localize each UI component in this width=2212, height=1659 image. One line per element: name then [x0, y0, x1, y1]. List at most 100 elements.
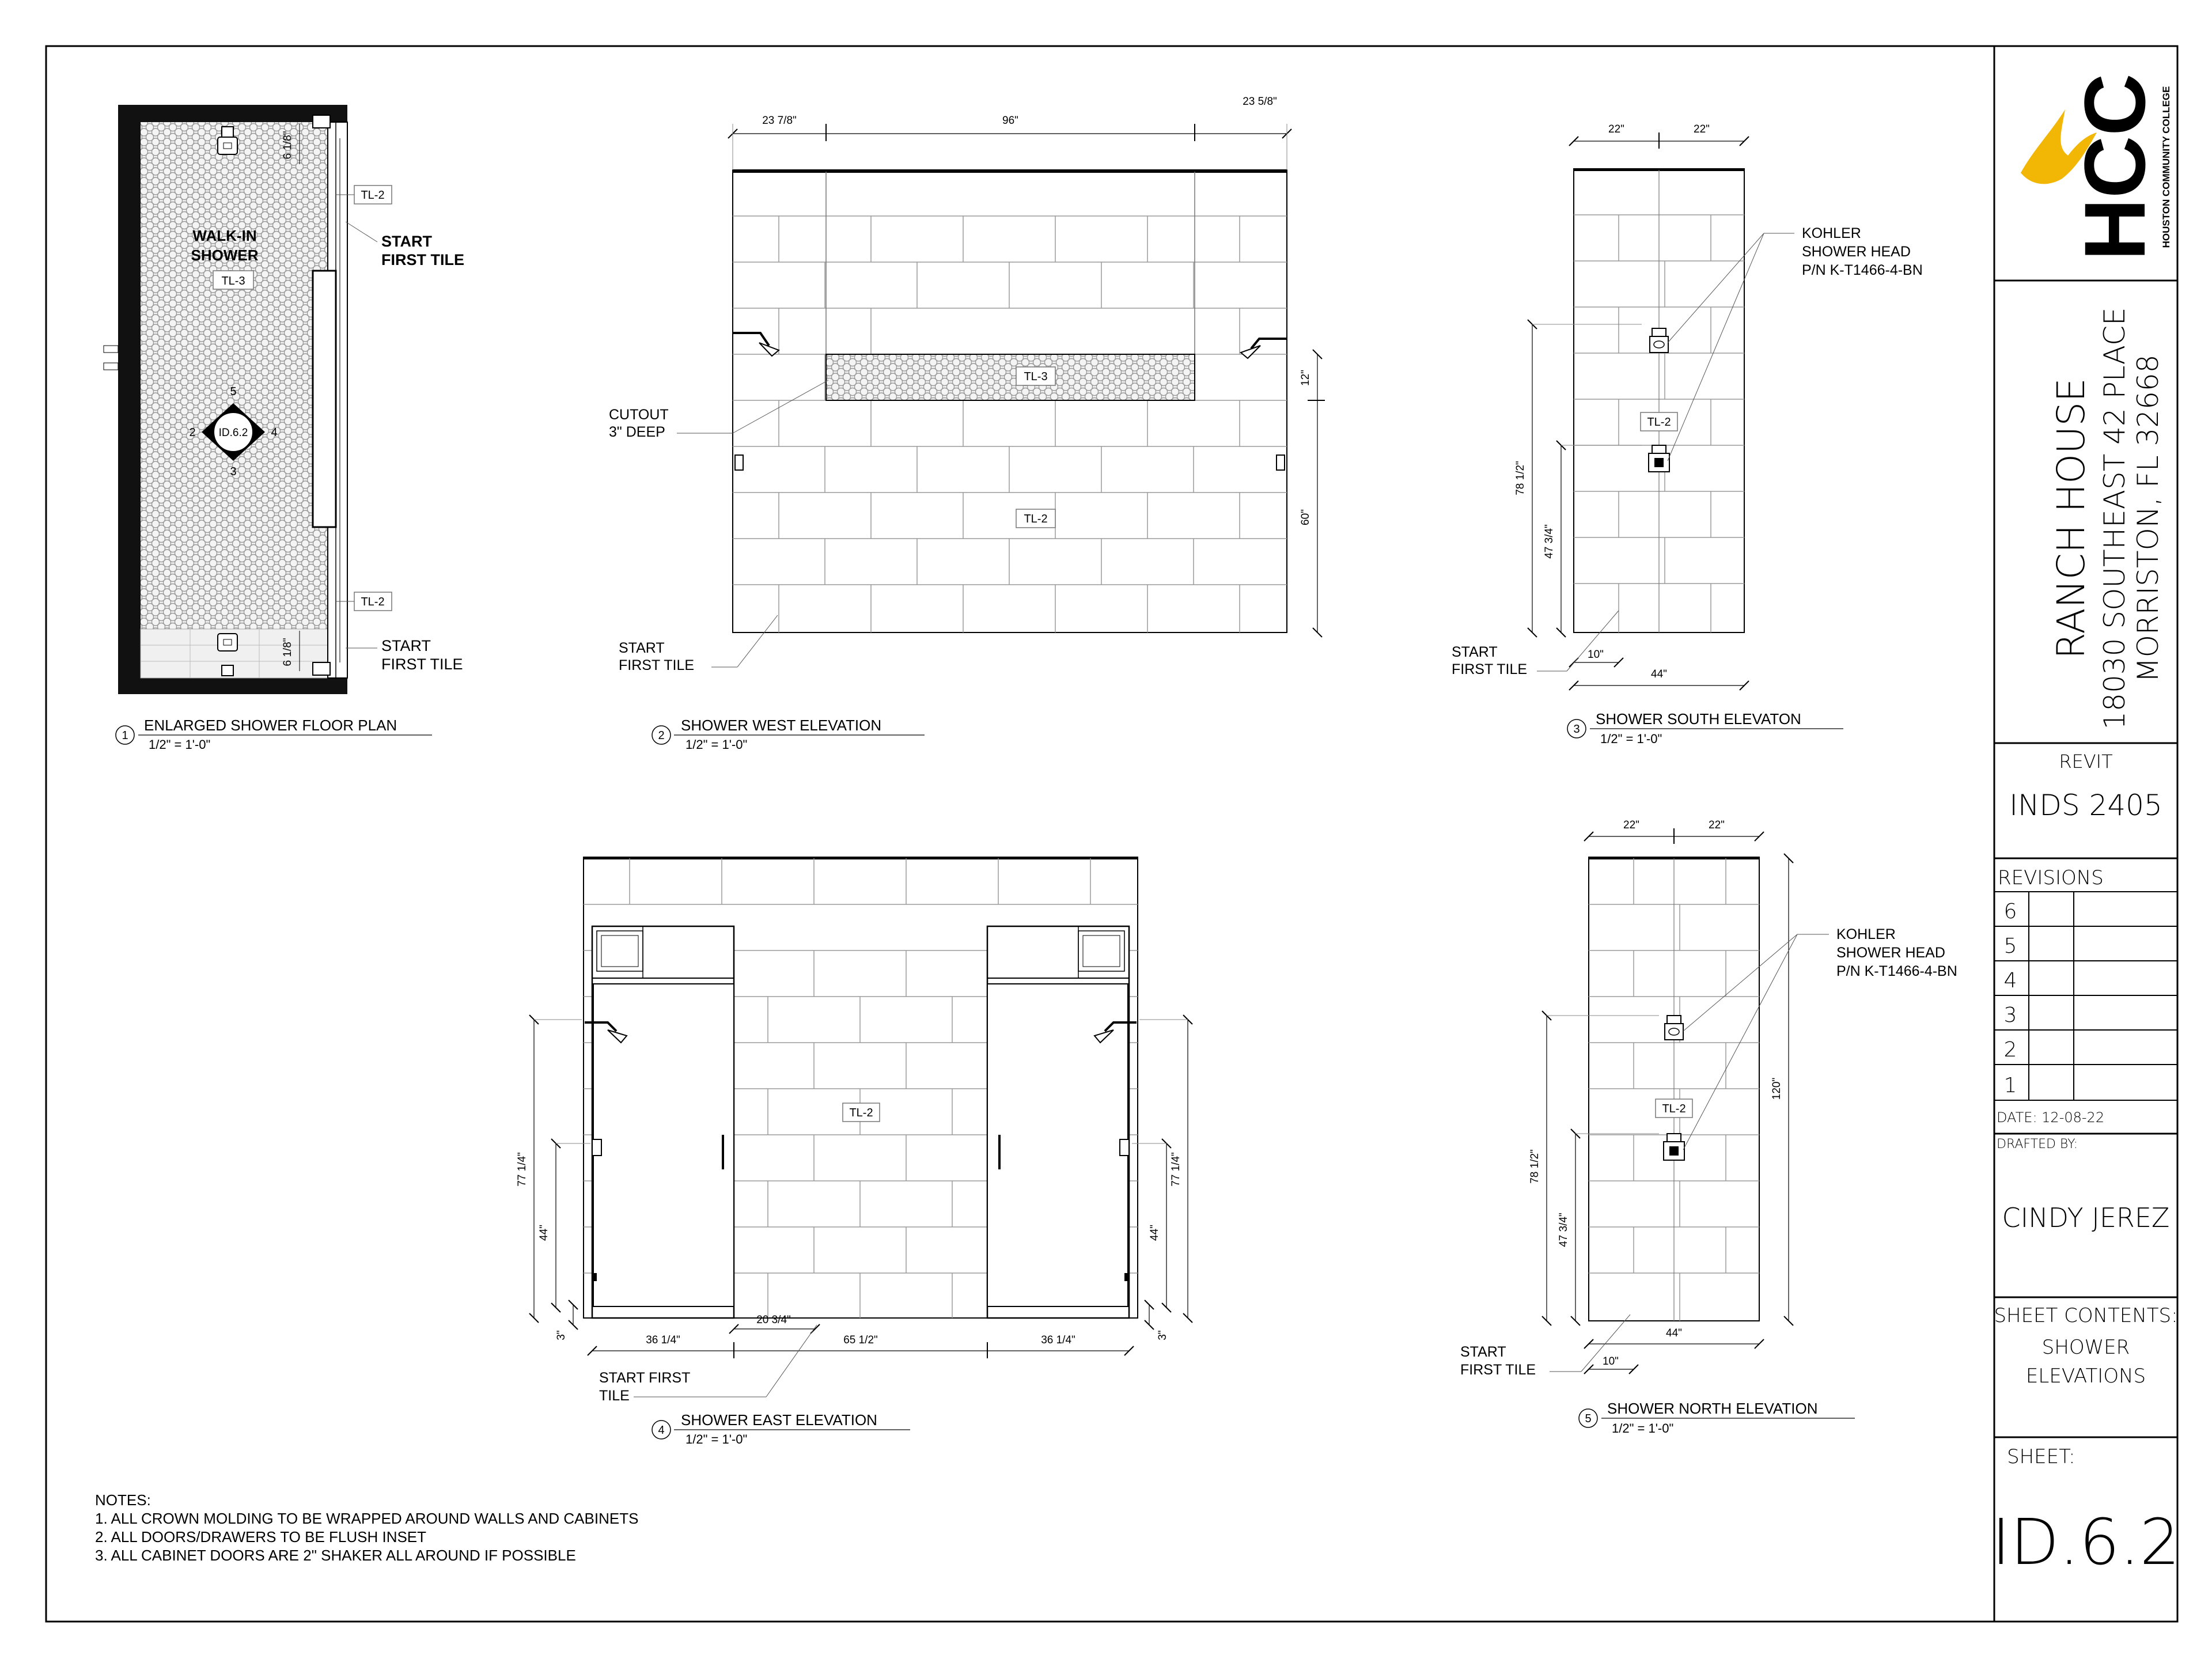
svg-text:FIRST TILE: FIRST TILE [381, 251, 464, 268]
shower-west-elevation: TL-3 TL-2 23 7/8" 96" 23 5/8" 12" 60" CU… [609, 96, 1325, 673]
svg-text:120": 120" [1771, 1078, 1783, 1100]
svg-text:HOUSTON COMMUNITY COLLEGE: HOUSTON COMMUNITY COLLEGE [2161, 86, 2172, 248]
svg-text:2: 2 [658, 729, 664, 742]
svg-text:SHOWER SOUTH ELEVATON: SHOWER SOUTH ELEVATON [1596, 710, 1801, 728]
room-label: SHOWER [191, 247, 259, 264]
svg-text:10": 10" [1588, 649, 1604, 661]
svg-text:ENLARGED SHOWER FLOOR PLAN: ENLARGED SHOWER FLOOR PLAN [144, 717, 397, 734]
svg-text:77 1/4": 77 1/4" [1170, 1152, 1182, 1187]
svg-text:1/2" = 1'-0": 1/2" = 1'-0" [1600, 732, 1662, 746]
title-block: HCC HOUSTON COMMUNITY COLLEGE RANCH HOUS… [1991, 46, 2180, 1622]
shower-head-icon [1664, 1015, 1684, 1040]
svg-text:5: 5 [230, 385, 236, 398]
door-hinge [1124, 1273, 1129, 1281]
svg-text:22": 22" [1709, 819, 1725, 831]
svg-text:23 7/8": 23 7/8" [762, 115, 797, 127]
svg-text:2: 2 [189, 426, 195, 439]
room-label: WALK-IN [192, 227, 256, 244]
shower-head-icon [1240, 338, 1287, 359]
svg-text:3": 3" [1157, 1330, 1169, 1340]
svg-text:P/N K-T1466-4-BN: P/N K-T1466-4-BN [1802, 262, 1923, 278]
svg-text:3: 3 [2004, 1003, 2017, 1027]
svg-text:START: START [619, 640, 665, 656]
svg-text:TILE: TILE [599, 1388, 630, 1404]
svg-text:12": 12" [1300, 370, 1312, 386]
sheet-border [45, 45, 2179, 1623]
valve-icon [734, 454, 744, 471]
svg-text:START: START [1452, 644, 1498, 660]
svg-text:FIRST TILE: FIRST TILE [381, 656, 463, 673]
shower-head-icon [585, 1021, 628, 1044]
svg-text:KOHLER: KOHLER [1836, 926, 1896, 942]
svg-text:DATE: 12-08-22: DATE: 12-08-22 [1997, 1109, 2104, 1126]
svg-text:DRAFTED BY:: DRAFTED BY: [1997, 1137, 2078, 1152]
svg-text:INDS 2405: INDS 2405 [2009, 789, 2162, 822]
svg-text:10": 10" [1603, 1355, 1619, 1368]
material-tag: TL-2 [1647, 416, 1671, 429]
svg-text:6 1/8": 6 1/8" [282, 638, 294, 666]
svg-text:22": 22" [1623, 819, 1639, 831]
svg-text:1/2" = 1'-0": 1/2" = 1'-0" [1612, 1421, 1673, 1435]
svg-text:FIRST TILE: FIRST TILE [619, 657, 694, 673]
svg-text:1/2" = 1'-0": 1/2" = 1'-0" [685, 1432, 747, 1446]
material-tag: TL-3 [1024, 370, 1047, 383]
svg-text:1: 1 [2004, 1074, 2017, 1097]
svg-text:36 1/4": 36 1/4" [646, 1334, 680, 1346]
svg-text:20 3/4": 20 3/4" [756, 1314, 791, 1326]
view-title-2: 2 SHOWER WEST ELEVATION 1/2" = 1'-0" [652, 717, 925, 752]
svg-text:1/2" = 1'-0": 1/2" = 1'-0" [685, 737, 747, 752]
svg-text:CUTOUT: CUTOUT [609, 407, 669, 423]
svg-text:3": 3" [555, 1330, 567, 1340]
svg-text:23 5/8": 23 5/8" [1243, 96, 1277, 108]
svg-text:1. ALL CROWN MOLDING TO BE WRA: 1. ALL CROWN MOLDING TO BE WRAPPED AROUN… [95, 1510, 638, 1527]
valve-icon [1276, 454, 1285, 471]
svg-text:77 1/4": 77 1/4" [516, 1152, 528, 1187]
general-notes: NOTES: 1. ALL CROWN MOLDING TO BE WRAPPE… [95, 1491, 638, 1564]
svg-text:44": 44" [1149, 1225, 1161, 1241]
svg-text:60": 60" [1300, 509, 1312, 525]
view-title-4: 4 SHOWER EAST ELEVATION 1/2" = 1'-0" [652, 1411, 910, 1446]
svg-text:78 1/2": 78 1/2" [1529, 1149, 1541, 1184]
svg-text:SHOWER HEAD: SHOWER HEAD [1836, 945, 1945, 961]
material-tag: TL-2 [849, 1107, 873, 1119]
valve-icon [592, 1139, 602, 1156]
svg-text:22": 22" [1694, 123, 1710, 135]
view-title-5: 5 SHOWER NORTH ELEVATION 1/2" = 1'-0" [1578, 1400, 1855, 1435]
shower-head-icon [733, 332, 780, 357]
sheet-number: ID.6.2 [1991, 1505, 2180, 1579]
shower-north-elevation: TL-2 22" 22" 120" 78 1/2" 47 3/4" 10" 44… [1460, 819, 1957, 1378]
project-address: 18030 SOUTHEAST 42 PLACE [2098, 307, 2131, 729]
view-title-3: 3 SHOWER SOUTH ELEVATON 1/2" = 1'-0" [1567, 710, 1843, 746]
svg-text:22": 22" [1608, 123, 1624, 135]
valve-icon [1648, 445, 1670, 472]
svg-text:1/2" = 1'-0": 1/2" = 1'-0" [149, 737, 210, 752]
valve-icon [1663, 1133, 1685, 1161]
svg-text:REVISIONS: REVISIONS [1998, 866, 2104, 889]
shower-head-icon [1093, 1021, 1137, 1044]
svg-text:44": 44" [1666, 1327, 1682, 1339]
svg-text:FIRST TILE: FIRST TILE [1452, 661, 1527, 677]
svg-text:3: 3 [1573, 723, 1580, 736]
svg-text:REVIT: REVIT [2059, 751, 2112, 772]
svg-text:SHOWER WEST ELEVATION: SHOWER WEST ELEVATION [681, 717, 881, 734]
svg-text:47 3/4": 47 3/4" [1558, 1213, 1570, 1247]
svg-text:47 3/4": 47 3/4" [1543, 524, 1555, 559]
svg-text:SHOWER HEAD: SHOWER HEAD [1802, 244, 1911, 260]
svg-text:6 1/8": 6 1/8" [282, 131, 294, 159]
svg-text:5: 5 [2004, 934, 2017, 958]
cabinet [591, 925, 735, 1319]
svg-text:4: 4 [658, 1424, 664, 1437]
svg-text:NOTES:: NOTES: [95, 1491, 151, 1509]
svg-text:78 1/2": 78 1/2" [1514, 461, 1527, 495]
shower-head-icon [217, 126, 238, 155]
svg-text:5: 5 [1585, 1412, 1591, 1425]
svg-text:P/N K-T1466-4-BN: P/N K-T1466-4-BN [1836, 963, 1957, 979]
svg-text:36 1/4": 36 1/4" [1041, 1334, 1075, 1346]
svg-text:3. ALL CABINET DOORS ARE 2" SH: 3. ALL CABINET DOORS ARE 2" SHAKER ALL A… [95, 1547, 576, 1564]
svg-text:6: 6 [2004, 900, 2017, 923]
door-hinge [592, 1273, 597, 1281]
view-title-1: 1 ENLARGED SHOWER FLOOR PLAN 1/2" = 1'-0… [115, 717, 432, 752]
svg-text:START: START [1460, 1344, 1506, 1360]
shower-head-icon [1649, 328, 1669, 353]
